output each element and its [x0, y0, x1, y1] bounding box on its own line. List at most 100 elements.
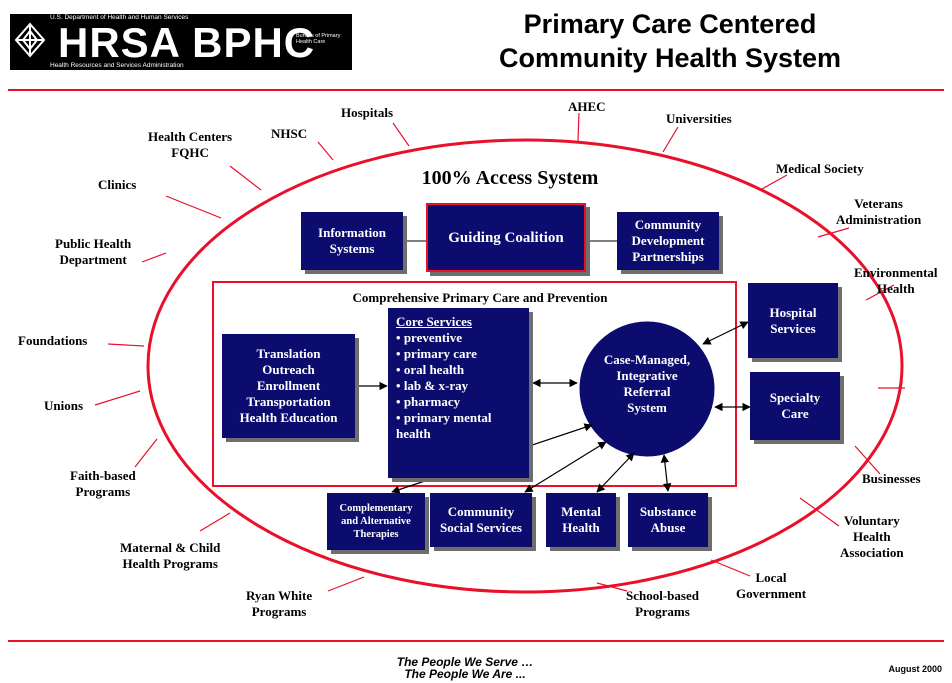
- core-services-heading: Core Services: [396, 314, 472, 329]
- label-line: Public Health: [55, 236, 132, 251]
- community-social-services-box: Community Social Services: [430, 493, 532, 547]
- specialty-care-box: Specialty Care: [750, 372, 840, 440]
- page-title: Primary Care Centered Community Health S…: [400, 7, 940, 75]
- translation-line: Health Education: [239, 410, 338, 425]
- label-line: Maternal & Child: [120, 540, 221, 555]
- mental-health-box: Mental Health: [546, 493, 616, 547]
- core-service-item: oral health: [396, 362, 521, 378]
- core-service-item: lab & x-ray: [396, 378, 521, 394]
- arrow-case-to-social: [524, 441, 607, 493]
- footer-date: August 2000: [888, 664, 942, 674]
- community-development-label: Community Development Partnerships: [631, 217, 705, 264]
- label-environmental-health: Environmental Health: [854, 265, 938, 297]
- case-managed-line: Case-Managed,: [603, 352, 691, 367]
- label-health-centers: Health Centers FQHC: [148, 129, 232, 161]
- core-service-item: primary mental health: [396, 410, 521, 442]
- translation-line: Outreach: [262, 362, 315, 377]
- logo-bureau-text: Bureau of Primary Health Care: [296, 33, 341, 45]
- label-line: Government: [736, 586, 807, 601]
- label-line: Programs: [75, 484, 131, 499]
- logo-top-text: U.S. Department of Health and Human Serv…: [50, 14, 189, 21]
- label-line: Administration: [836, 212, 922, 227]
- label-line: Faith-based: [70, 468, 136, 483]
- substance-abuse-label: Substance Abuse: [639, 504, 697, 535]
- label-line: Health: [877, 281, 915, 296]
- label-line: Programs: [635, 604, 690, 619]
- access-system-title: 100% Access System: [421, 167, 599, 189]
- label-line: Local: [755, 570, 787, 585]
- hospital-services-label: Hospital Services: [769, 304, 817, 336]
- mental-health-label: Mental Health: [561, 504, 601, 535]
- label-veterans-administration: Veterans Administration: [836, 196, 921, 228]
- community-development-box: Community Development Partnerships: [617, 212, 719, 270]
- complementary-therapies-label: Complementary and Alternative Therapies: [339, 503, 413, 540]
- label-line: Voluntary: [843, 513, 900, 528]
- core-service-item: primary care: [396, 346, 521, 362]
- label-local-government: Local Government: [736, 570, 806, 602]
- label-public-health: Public Health Department: [55, 236, 131, 268]
- core-service-item: pharmacy: [396, 394, 521, 410]
- label-unions: Unions: [44, 398, 84, 413]
- label-businesses: Businesses: [862, 471, 921, 486]
- label-line: Veterans: [854, 196, 903, 211]
- specialty-care-label: Specialty Care: [769, 390, 821, 421]
- core-service-item: preventive: [396, 330, 521, 346]
- complementary-therapies-box: Complementary and Alternative Therapies: [327, 493, 425, 550]
- footer-tagline: The People We Serve … The People We Are …: [330, 656, 600, 680]
- hrsa-diamond-icon: [14, 22, 46, 58]
- label-ahec: AHEC: [568, 99, 606, 114]
- translation-line: Transportation: [246, 394, 331, 409]
- arrow-case-to-hospital: [702, 321, 749, 345]
- guiding-coalition-label: Guiding Coalition: [448, 229, 564, 246]
- translation-line: Enrollment: [256, 378, 321, 393]
- information-systems-box: Information Systems: [301, 212, 403, 270]
- label-line: School-based: [626, 588, 699, 603]
- label-line: Health: [853, 529, 891, 544]
- title-line-2: Community Health System: [498, 43, 842, 73]
- guiding-coalition-box: Guiding Coalition: [426, 203, 586, 272]
- label-line: Department: [59, 252, 127, 267]
- label-line: Ryan White: [246, 588, 313, 603]
- label-faith-based: Faith-based Programs: [70, 468, 136, 500]
- label-medical-society: Medical Society: [776, 161, 864, 176]
- outer-connector-lines: [94, 112, 905, 592]
- case-managed-line: System: [627, 400, 667, 415]
- case-managed-label: Case-Managed, Integrative Referral Syste…: [585, 352, 709, 416]
- label-line: Health Programs: [122, 556, 218, 571]
- label-voluntary-health: Voluntary Health Association: [840, 513, 904, 561]
- label-universities: Universities: [666, 111, 732, 126]
- translation-box: Translation Outreach Enrollment Transpor…: [222, 334, 355, 438]
- arrow-case-to-substance: [660, 454, 672, 492]
- hospital-services-box: Hospital Services: [748, 283, 838, 358]
- core-services-box: Core Services preventive primary care or…: [388, 308, 529, 478]
- comprehensive-care-title: Comprehensive Primary Care and Preventio…: [352, 290, 608, 305]
- community-social-services-label: Community Social Services: [440, 504, 522, 535]
- substance-abuse-box: Substance Abuse: [628, 493, 708, 547]
- translation-line: Translation: [256, 346, 321, 361]
- label-line: Association: [840, 545, 904, 560]
- core-services-list: preventive primary care oral health lab …: [396, 330, 521, 442]
- label-hospitals: Hospitals: [341, 105, 394, 120]
- arrow-case-to-mental: [596, 452, 635, 493]
- case-managed-line: Integrative: [616, 368, 678, 383]
- label-clinics: Clinics: [98, 177, 137, 192]
- label-line: FQHC: [171, 145, 209, 160]
- title-line-1: Primary Care Centered: [523, 9, 817, 39]
- label-line: Environmental: [854, 265, 938, 280]
- logo-bottom-text: Health Resources and Services Administra…: [50, 62, 184, 69]
- access-system-ellipse: [146, 138, 904, 594]
- footer-tagline-line: The People We Are ...: [404, 667, 526, 681]
- label-line: Health Centers: [148, 129, 233, 144]
- label-maternal-child: Maternal & Child Health Programs: [120, 540, 220, 572]
- information-systems-label: Information Systems: [318, 225, 386, 256]
- label-nhsc: NHSC: [271, 126, 308, 141]
- label-line: Programs: [251, 604, 307, 619]
- footer-tagline-line: The People We Serve …: [396, 655, 534, 669]
- label-ryan-white: Ryan White Programs: [246, 588, 312, 620]
- label-foundations: Foundations: [18, 333, 88, 348]
- label-school-based: School-based Programs: [626, 588, 699, 620]
- logo-main-text: HRSA BPHC: [58, 19, 316, 66]
- hrsa-bphc-logo: U.S. Department of Health and Human Serv…: [10, 14, 352, 70]
- case-managed-circle: [579, 321, 715, 457]
